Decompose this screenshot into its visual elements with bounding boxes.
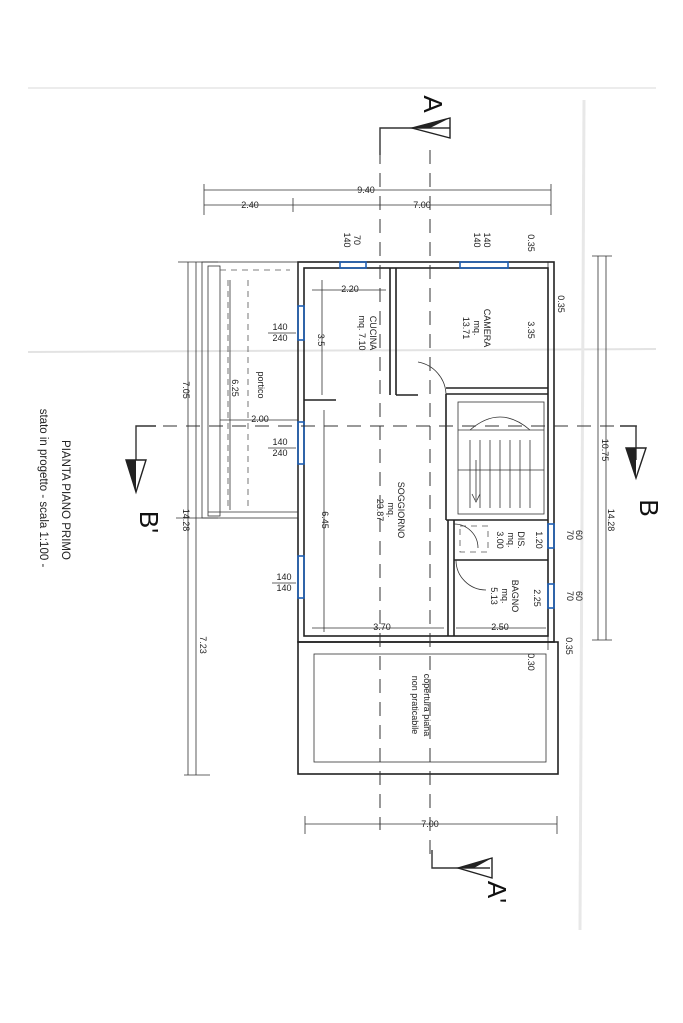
dim-portico-depth: 6.25 [230, 379, 240, 397]
w5-bottom: 140 [276, 583, 291, 593]
dim-dis-width: 1.20 [534, 531, 544, 549]
dim-soggiorno-width: 3.70 [373, 622, 391, 632]
dim-left-mid: 14.28 [181, 509, 191, 532]
w5-top: 140 [276, 572, 291, 582]
window-labels: 70 140 140 140 140 240 140 240 140 140 6… [268, 232, 584, 601]
room-camera-area: 13.71 [461, 317, 471, 340]
left-dimension-group: 7.05 14.28 7.23 [176, 261, 218, 776]
section-a-bottom-label: A' [482, 881, 512, 903]
dim-top-total: 9.40 [357, 185, 375, 195]
dis-fixture [459, 525, 489, 553]
building-walls [201, 261, 559, 775]
dim-cucina-width: 2.20 [341, 284, 359, 294]
room-camera-name: CAMERA [482, 309, 492, 348]
room-bagno-unit: mq. [500, 588, 510, 603]
title-block: PIANTA PIANO PRIMO stato in progetto - s… [37, 409, 71, 568]
section-a-top-label: A [418, 95, 448, 113]
room-cucina-name: CUCINA [368, 316, 378, 351]
w4-bottom: 240 [272, 448, 287, 458]
drawing-subtitle: stato in progetto - scala 1:100 - [37, 409, 49, 568]
dim-right-edge-top: 0.35 [556, 295, 566, 313]
paper-fold-crease [27, 348, 657, 353]
dim-camera-depth: 3.35 [526, 321, 536, 339]
room-soggiorno-unit: mq. [386, 502, 396, 517]
dim-soggiorno-depth: 6.45 [320, 511, 330, 529]
dim-top-right: 7.00 [413, 200, 431, 210]
copertura-line1: copertura piana [422, 674, 432, 737]
dim-cucina-depth: 3.5 [316, 334, 326, 347]
dim-right-edge-bottom: 0.35 [564, 637, 574, 655]
bottom-dimension-group: 7.00 [304, 816, 558, 834]
w3-bottom: 240 [272, 333, 287, 343]
section-marker-a-bottom: A' [431, 850, 512, 903]
room-soggiorno-name: SOGGIORNO [396, 482, 406, 539]
dim-bagno-width: 2.50 [491, 622, 509, 632]
dim-bagno-depth: 2.25 [532, 589, 542, 607]
room-bagno-name: BAGNO [510, 580, 520, 613]
room-labels: CUCINA mq. 7.10 CAMERA mq. 13.71 SOGGIOR… [256, 309, 526, 737]
section-marker-a-top: A [379, 95, 451, 155]
windows [297, 261, 555, 609]
top-dimension-group: 9.40 2.40 7.00 [203, 184, 552, 215]
right-dimension-group: 10.75 14.28 0.35 0.35 3.35 0.35 0.30 2.2… [526, 234, 616, 671]
dim-right-edge-lower: 0.30 [526, 653, 536, 671]
section-lines [140, 150, 640, 860]
section-b-left-label: B' [134, 511, 164, 533]
paper-right-shadow [578, 99, 586, 931]
room-camera-unit: mq. [472, 320, 482, 335]
room-dis-name: DIS. [516, 531, 526, 549]
w6-top: 60 [574, 530, 584, 540]
staircase [457, 401, 545, 515]
w6-bottom: 70 [565, 530, 575, 540]
room-portico-name: portico [256, 371, 266, 398]
dim-right-upper: 10.75 [600, 439, 610, 462]
w7-bottom: 70 [565, 591, 575, 601]
dim-left-lower: 7.23 [198, 636, 208, 654]
dim-portico-width: 2.00 [251, 414, 269, 424]
dim-top-left: 2.40 [241, 200, 259, 210]
w7-top: 60 [574, 591, 584, 601]
copertura-line2: non praticabile [410, 676, 420, 735]
w4-top: 140 [272, 437, 287, 447]
w1-top: 70 [352, 235, 362, 245]
room-cucina-area: mq. 7.10 [357, 315, 367, 350]
section-b-right-label: B [634, 499, 664, 516]
w3-top: 140 [272, 322, 287, 332]
room-dis-unit: mq. [506, 532, 516, 547]
section-marker-b-left: B' [125, 425, 164, 533]
dim-right-total: 14.28 [606, 509, 616, 532]
interior-dimensions: 2.20 3.5 6.25 2.00 6.45 3.70 2.50 1.20 [220, 280, 546, 632]
section-marker-b-right: B [620, 425, 664, 517]
dim-left-upper: 7.05 [181, 381, 191, 399]
room-dis-area: 3.00 [495, 531, 505, 549]
room-bagno-area: 5.13 [489, 587, 499, 605]
w2-top: 140 [482, 232, 492, 247]
drawing-title: PIANTA PIANO PRIMO [59, 440, 71, 560]
dim-top-edge: 0.35 [526, 234, 536, 252]
w2-bottom: 140 [472, 232, 482, 247]
w1-bottom: 140 [342, 232, 352, 247]
room-soggiorno-area: 23.87 [375, 499, 385, 522]
